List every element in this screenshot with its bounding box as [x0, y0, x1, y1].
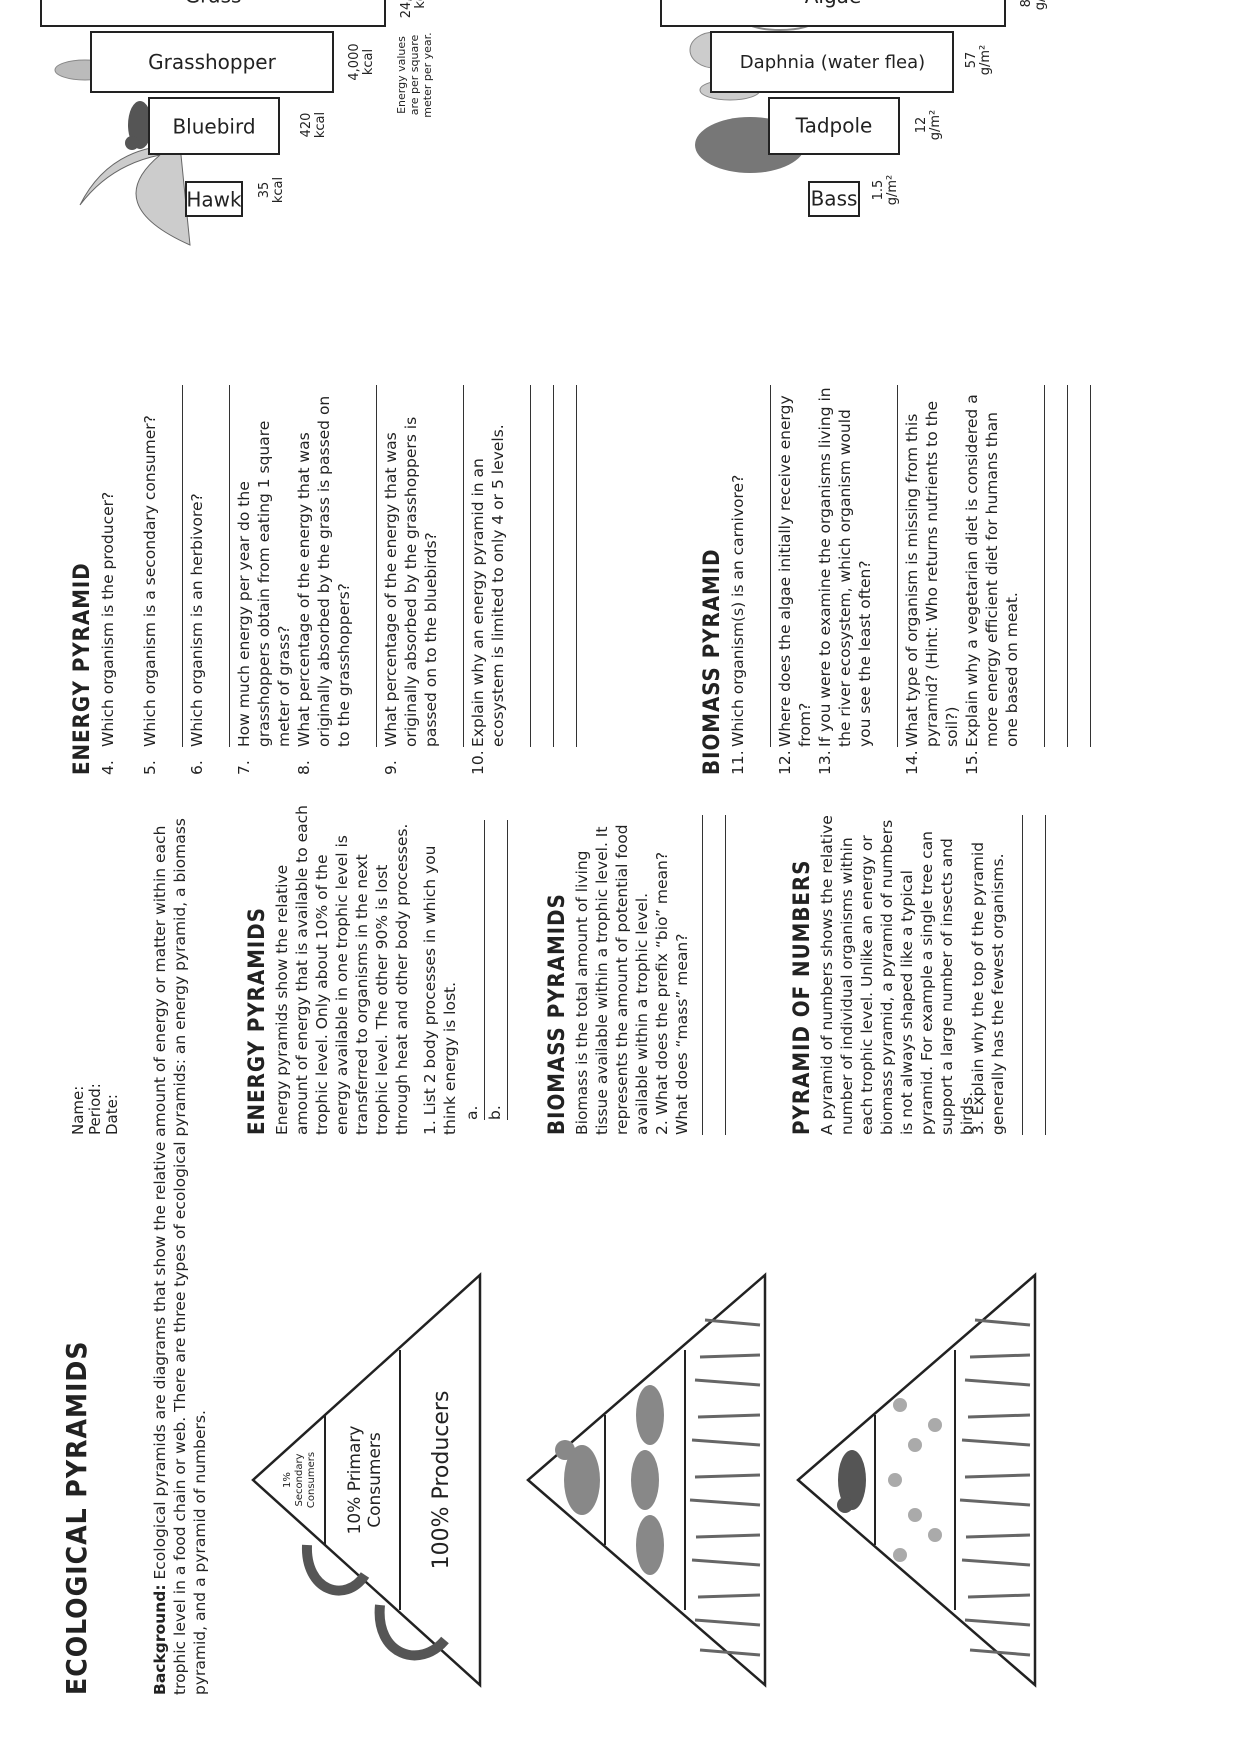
- energy-pyramids-heading: ENERGY PYRAMIDS: [245, 907, 270, 1135]
- level-daphnia: Daphnia (water flea): [710, 31, 954, 93]
- name-label: Name:: [69, 1085, 87, 1135]
- biomass-pyramid-diagram: [526, 1272, 767, 1688]
- level-bluebird: Bluebird: [148, 97, 280, 155]
- pyramid-bottom-label: 100% Producers: [429, 1390, 454, 1570]
- level-bass: Bass: [808, 181, 860, 217]
- energy-pyramids-text: Energy pyramids show the relative amount…: [273, 804, 411, 1135]
- biomass-questions-list: 11.Which organism(s) is an carnivore? 12…: [728, 385, 1091, 775]
- level-algae: Algae: [660, 0, 1006, 27]
- background-text: Ecological pyramids are diagrams that sh…: [151, 818, 209, 1695]
- answer-line[interactable]: [875, 385, 898, 747]
- answer-line[interactable]: [508, 385, 531, 747]
- level-grass: Grass: [40, 0, 386, 27]
- biomass-pyramids-text: Biomass is the total amount of living ti…: [573, 824, 651, 1135]
- energy-pyramid-questions-heading: ENERGY PYRAMID: [70, 562, 95, 775]
- pyramid-of-numbers-text: A pyramid of numbers shows the relative …: [818, 815, 976, 1135]
- trophic-pyramid-diagram: [251, 1272, 482, 1688]
- background-paragraph: Background: Ecological pyramids are diag…: [150, 815, 210, 1695]
- question-9: 9.What percentage of the energy that was…: [382, 416, 440, 775]
- bluebird-icon: [125, 101, 152, 150]
- answer-line[interactable]: [748, 385, 771, 747]
- answer-line[interactable]: [554, 385, 577, 747]
- q1b-line[interactable]: b.: [485, 820, 508, 1120]
- question-12: 12.Where does the algae initially receiv…: [776, 395, 814, 775]
- answer-line[interactable]: [1023, 815, 1046, 1135]
- numbers-pyramid-diagram: [796, 1272, 1037, 1688]
- answer-line[interactable]: [680, 815, 703, 1135]
- question-6: 6.Which organism is an herbivore?: [188, 493, 206, 775]
- energy-questions-list: 4.Which organism is the producer? 5.Whic…: [98, 385, 577, 775]
- question-14: 14.What type of organism is missing from…: [903, 400, 961, 775]
- energy-arrow-icon: [374, 1604, 449, 1661]
- hawk-icon: [79, 144, 191, 246]
- question-4: 4.Which organism is the producer?: [99, 491, 117, 775]
- question-5: 5.Which organism is a secondary consumer…: [141, 415, 159, 775]
- q2-answers: [680, 815, 726, 1135]
- page-title: ECOLOGICAL PYRAMIDS: [60, 1340, 93, 1696]
- energy-note: Energy values are per square meter per y…: [395, 32, 434, 118]
- level-hawk: Hawk: [185, 181, 243, 217]
- pyramid-top-label: 1% Secondary Consumers: [282, 1451, 317, 1509]
- level-tadpole: Tadpole: [768, 97, 900, 155]
- period-label: Period:: [86, 1083, 104, 1135]
- answer-line[interactable]: [1068, 385, 1091, 747]
- deer-icon: [631, 1385, 664, 1575]
- answer-line[interactable]: [354, 385, 377, 747]
- answer-line[interactable]: [160, 385, 183, 747]
- q1a-line[interactable]: a.: [462, 820, 485, 1120]
- insect-icon: [888, 1398, 942, 1562]
- question-10: 10.Explain why an energy pyramid in an e…: [469, 424, 507, 775]
- background-label: Background:: [151, 1584, 169, 1695]
- question-11: 11.Which organism(s) is an carnivore?: [729, 474, 747, 775]
- question-7: 7.How much energy per year do the grassh…: [235, 420, 293, 775]
- date-label: Date:: [103, 1094, 121, 1135]
- level-grasshopper: Grasshopper: [90, 31, 334, 93]
- question-1: 1. List 2 body processes in which you th…: [421, 845, 459, 1135]
- answer-line[interactable]: [703, 815, 726, 1135]
- value-algae: 800g/m²: [1019, 0, 1048, 20]
- question-15: 15.Explain why a vegetarian diet is cons…: [963, 394, 1021, 775]
- question-8: 8.What percentage of the energy that was…: [295, 395, 353, 775]
- answer-line[interactable]: [531, 385, 554, 747]
- biomass-pyramid-questions-heading: BIOMASS PYRAMID: [700, 548, 725, 775]
- grass-icon: [959, 1318, 1031, 1657]
- wolf-icon: [555, 1440, 600, 1515]
- pyramid-outline: [251, 1272, 482, 1688]
- q3-answers: [1000, 815, 1046, 1135]
- answer-line[interactable]: [441, 385, 464, 747]
- energy-arrow-icon: [301, 1544, 370, 1596]
- pyramid-middle-label: 10% Primary Consumers: [345, 1425, 385, 1535]
- bird-icon: [837, 1450, 866, 1513]
- question-13: 13.If you were to examine the organisms …: [816, 387, 874, 775]
- answer-line[interactable]: [1000, 815, 1023, 1135]
- biomass-pyramid-figure: Bass Tadpole Daphnia (water flea) Algae …: [620, 0, 1220, 395]
- answer-line[interactable]: [207, 385, 230, 747]
- pyramid-of-numbers-heading: PYRAMID OF NUMBERS: [790, 859, 815, 1135]
- answer-line[interactable]: [1022, 385, 1045, 747]
- answer-line[interactable]: [1045, 385, 1068, 747]
- student-info: Name: Period: Date:: [69, 1083, 121, 1135]
- q1-answers: a. b.: [462, 820, 508, 1120]
- grass-icon: [689, 1318, 761, 1657]
- biomass-pyramids-heading: BIOMASS PYRAMIDS: [545, 893, 570, 1135]
